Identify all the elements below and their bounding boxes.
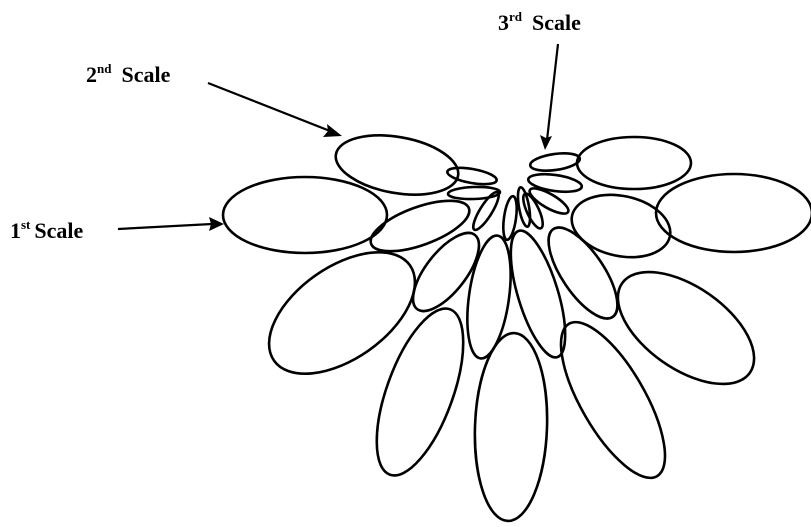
third-scale-label: 3rd Scale [498,9,581,35]
scale-ellipse [577,137,691,189]
first-scale-ordinal: st [21,217,31,232]
scale-ellipse [529,151,581,174]
scale-ellipse [461,233,518,361]
scale-ellipse [359,298,481,486]
third-scale-number: 3 [498,10,509,35]
third-scale-ordinal: rd [509,9,523,24]
scale-ellipse [656,174,811,252]
scale-ellipse [536,217,630,328]
scale-ellipse [469,189,502,233]
scale-ellipse [599,250,774,407]
first-scale-word: Scale [34,218,83,243]
first-scale-number: 1 [10,218,21,243]
scale-ellipse [500,225,577,363]
third-scale-arrow [540,44,558,150]
second-scale-label: 2nd Scale [86,61,171,87]
second-scale-arrow [208,83,342,137]
second-scale-number: 2 [86,62,97,87]
scale-ellipse [248,228,437,399]
third-scale-word: Scale [532,10,581,35]
first-scale-arrow [118,217,224,231]
second-scale-word: Scale [121,62,170,87]
scale-ellipse [472,332,551,522]
scale-ellipse [223,177,387,253]
scale-ellipse [541,308,684,492]
second-scale-ordinal: nd [97,61,112,76]
scale-ellipse [331,127,463,204]
scale-ellipse [527,171,583,194]
